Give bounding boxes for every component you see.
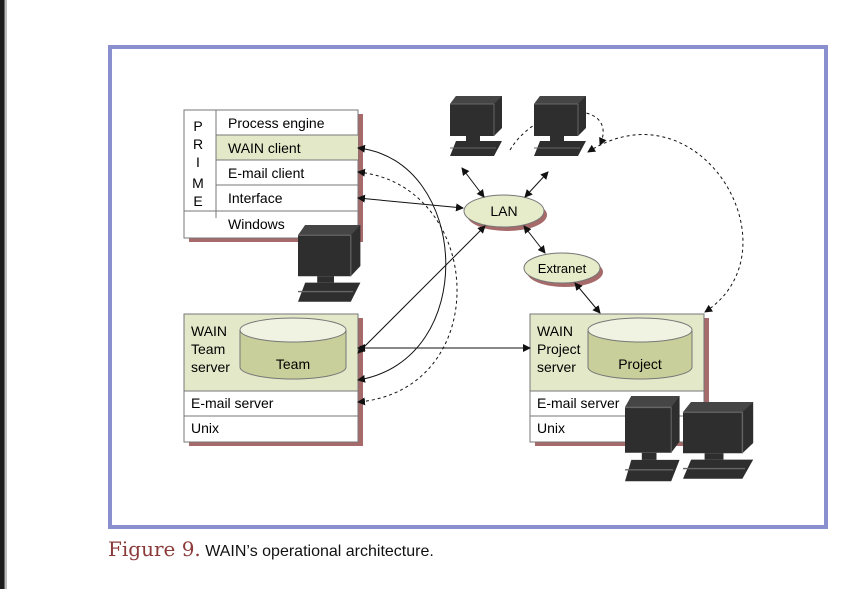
team-unix: Unix xyxy=(191,420,219,436)
prime-letter: R xyxy=(193,136,203,152)
workstation-icon xyxy=(682,401,754,480)
team-db-label: Team xyxy=(276,356,310,372)
team-server-name: WAIN xyxy=(191,323,227,339)
prime-layer-email-client: E-mail client xyxy=(228,165,304,181)
workstation-icon xyxy=(533,95,587,157)
database-cylinder-icon xyxy=(587,317,693,380)
lan-node: LAN xyxy=(463,194,547,231)
prime-letter: M xyxy=(192,175,204,191)
workstation-icon xyxy=(297,224,362,303)
diagram-frame xyxy=(108,45,828,529)
prime-stack: P R I M E Process engine WAIN client E-m… xyxy=(183,109,363,242)
prime-letter: P xyxy=(193,118,202,134)
figure-caption-text: WAIN’s operational architecture. xyxy=(205,543,434,560)
lan-label: LAN xyxy=(490,203,517,219)
team-server-stack: WAIN Team server Team E-mail server Unix xyxy=(183,313,363,446)
project-server-stack: WAIN Project server Project E-mail serve… xyxy=(529,313,709,446)
window-edge xyxy=(0,0,7,589)
team-server-name: server xyxy=(191,359,230,375)
team-server-name: Team xyxy=(191,341,225,357)
workstation-icon xyxy=(624,395,681,482)
project-email-server: E-mail server xyxy=(537,395,620,411)
extranet-node: Extranet xyxy=(523,252,603,287)
prime-layer-interface: Interface xyxy=(228,190,283,206)
extranet-label: Extranet xyxy=(538,261,587,276)
prime-letter: I xyxy=(196,154,200,170)
prime-letter: E xyxy=(193,193,202,209)
prime-layer-process-engine: Process engine xyxy=(228,115,325,131)
prime-layer-wain-client: WAIN client xyxy=(228,140,301,156)
connectors xyxy=(357,111,744,406)
prime-layer-windows: Windows xyxy=(228,216,285,232)
project-server-name: server xyxy=(537,359,576,375)
project-server-name: WAIN xyxy=(537,323,573,339)
project-unix: Unix xyxy=(537,420,565,436)
project-server-name: Project xyxy=(537,341,581,357)
workstation-icon xyxy=(449,95,503,157)
figure-number: Figure 9. xyxy=(108,537,201,561)
team-email-server: E-mail server xyxy=(191,395,274,411)
project-db-label: Project xyxy=(618,356,662,372)
database-cylinder-icon xyxy=(239,317,347,380)
figure-caption: Figure 9. WAIN’s operational architectur… xyxy=(108,536,434,565)
